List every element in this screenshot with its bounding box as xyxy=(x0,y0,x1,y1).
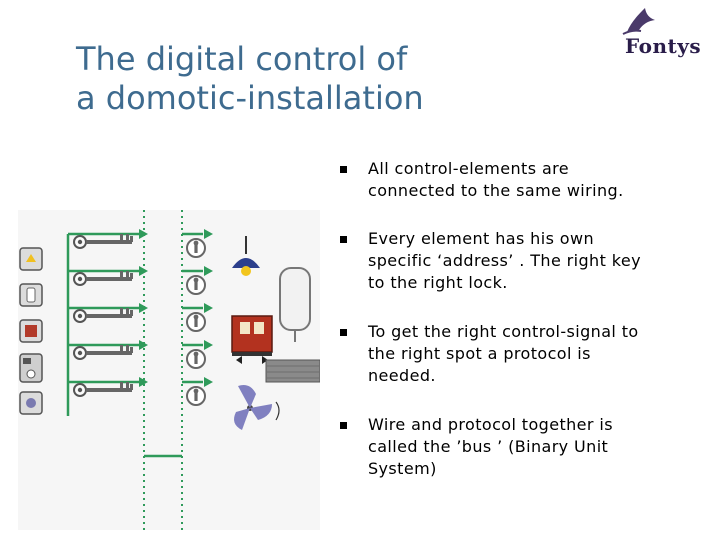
bullet-item: Wire and protocol together is called the… xyxy=(340,414,710,480)
wire-arrows-left xyxy=(139,229,148,387)
radiator-icon xyxy=(265,359,321,383)
square-bullet-icon xyxy=(340,329,347,336)
title-line-2: a domotic-installation xyxy=(76,79,424,117)
logo-text: Fontys xyxy=(625,34,702,58)
lock-icon xyxy=(186,238,206,258)
square-bullet-icon xyxy=(340,422,347,429)
bus-system-illustration xyxy=(18,210,321,530)
wire-arrows-right xyxy=(204,229,213,387)
water-heater-icon xyxy=(279,267,311,342)
fan-icon xyxy=(234,385,280,430)
switch-panels xyxy=(19,247,43,415)
window-shutters-icon xyxy=(231,315,273,364)
lock-icon xyxy=(186,312,206,332)
fontys-logo: Fontys xyxy=(615,4,715,64)
square-bullet-icon xyxy=(340,166,347,173)
bullet-item: All control-elements are connected to th… xyxy=(340,158,710,202)
bus-diagram xyxy=(18,210,321,530)
bullet-list: All control-elements are connected to th… xyxy=(340,158,710,480)
bullet-item: To get the right control-signal to the r… xyxy=(340,321,710,387)
bullet-item: Every element has his own specific ‘addr… xyxy=(340,228,710,294)
square-bullet-icon xyxy=(340,236,347,243)
swan-icon xyxy=(622,8,655,35)
lock-icon xyxy=(186,386,206,406)
title-line-1: The digital control of xyxy=(76,40,408,78)
slide-title: The digital control of a domotic-install… xyxy=(76,40,576,118)
lock-icon xyxy=(186,275,206,295)
lock-icon xyxy=(186,349,206,369)
ceiling-lamp-icon xyxy=(232,236,260,276)
bus-wiring-right xyxy=(144,232,203,458)
